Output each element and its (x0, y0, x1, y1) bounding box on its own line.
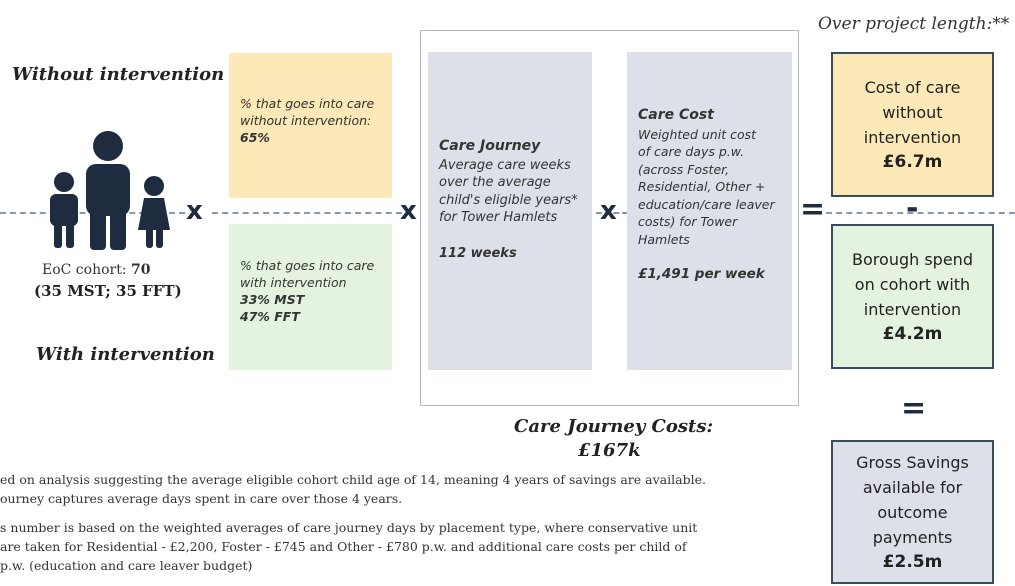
without-intervention-box: % that goes into care without interventi… (229, 53, 392, 198)
without-box-line1: % that goes into care (240, 96, 375, 111)
care-journey-line: for Tower Hamlets (439, 210, 558, 225)
result-line: payments (872, 527, 953, 547)
equals-operator: = (800, 192, 826, 227)
footnote-line: ed on analysis suggesting the average el… (0, 472, 706, 487)
without-box-value: 65% (240, 130, 270, 145)
footnote-line: are taken for Residential - £2,200, Fost… (0, 539, 687, 554)
result-line: Cost of care (864, 77, 961, 97)
care-journey-costs-label: Care Journey Costs: (514, 416, 714, 437)
footnotes: ed on analysis suggesting the average el… (0, 470, 706, 575)
family-icon (50, 131, 170, 250)
with-box-line1: % that goes into care (240, 258, 375, 273)
gross-savings-box: Gross Savings available for outcome paym… (831, 440, 994, 584)
footnote-line: p.w. (education and care leaver budget) (0, 558, 253, 573)
result-line: intervention (863, 127, 962, 147)
care-cost-value: £1,491 per week (638, 266, 765, 282)
cost-without-intervention-box: Cost of care without intervention £6.7m (831, 52, 994, 197)
care-cost-line: Residential, Other + (638, 179, 766, 194)
with-box-value-fft: 47% FFT (240, 309, 300, 324)
times-operator: x (400, 196, 417, 226)
care-cost-line: Hamlets (638, 231, 690, 247)
with-box-line2: with intervention (240, 275, 347, 290)
result-line: Gross Savings (856, 452, 969, 472)
care-cost-line: education/care leaver (638, 196, 775, 212)
care-journey-costs-value: £167k (578, 440, 641, 461)
result-line: available for (862, 477, 963, 497)
cohort-split: (35 MST; 35 FFT) (34, 282, 182, 300)
result-line: on cohort with (854, 274, 971, 294)
footnote-line: ourney captures average days spent in ca… (0, 491, 403, 506)
care-journey-title: Care Journey (439, 138, 541, 154)
care-journey-value: 112 weeks (439, 245, 517, 261)
minus-operator: - (906, 191, 919, 226)
care-cost-box: Care Cost Weighted unit cost of care day… (627, 52, 792, 370)
cohort-value: 70 (131, 262, 151, 278)
care-cost-title: Care Cost (638, 107, 714, 123)
dashed-connector (596, 212, 628, 214)
result-line: without (882, 102, 943, 122)
with-intervention-label: With intervention (36, 344, 215, 365)
care-cost-line: (across Foster, (638, 161, 730, 177)
footnote-line: s number is based on the weighted averag… (0, 520, 698, 535)
care-journey-line: over the average (439, 175, 551, 190)
borough-spend-amount: £4.2m (882, 323, 943, 344)
times-operator: x (600, 196, 617, 226)
dashed-connector (212, 212, 402, 214)
care-journey-frame (420, 30, 799, 406)
dashed-connector (826, 212, 1015, 214)
cost-without-amount: £6.7m (882, 151, 943, 172)
gross-savings-amount: £2.5m (882, 551, 943, 572)
result-line: outcome (877, 502, 948, 522)
care-journey-box: Care Journey Average care weeks over the… (428, 52, 592, 370)
care-cost-line: costs) for Tower (638, 214, 738, 229)
care-journey-line: child's eligible years* (439, 192, 578, 208)
with-intervention-box: % that goes into care with intervention … (229, 224, 392, 370)
with-box-value-mst: 33% MST (240, 292, 305, 307)
result-line: intervention (863, 299, 962, 319)
without-box-line2: without intervention: (240, 113, 372, 128)
result-line: Borough spend (852, 249, 973, 269)
times-operator: x (186, 196, 203, 226)
care-cost-line: Weighted unit cost (638, 126, 757, 142)
borough-spend-box: Borough spend on cohort with interventio… (831, 224, 994, 369)
care-cost-line: of care days p.w. (638, 144, 745, 159)
cohort-label-text: EoC cohort: (42, 262, 132, 278)
care-journey-line: Average care weeks (439, 157, 571, 173)
equals-operator: = (901, 391, 927, 426)
without-intervention-label: Without intervention (12, 64, 225, 85)
cohort-label: EoC cohort: 70 (42, 262, 151, 278)
project-length-label: Over project length:** (818, 14, 1010, 34)
